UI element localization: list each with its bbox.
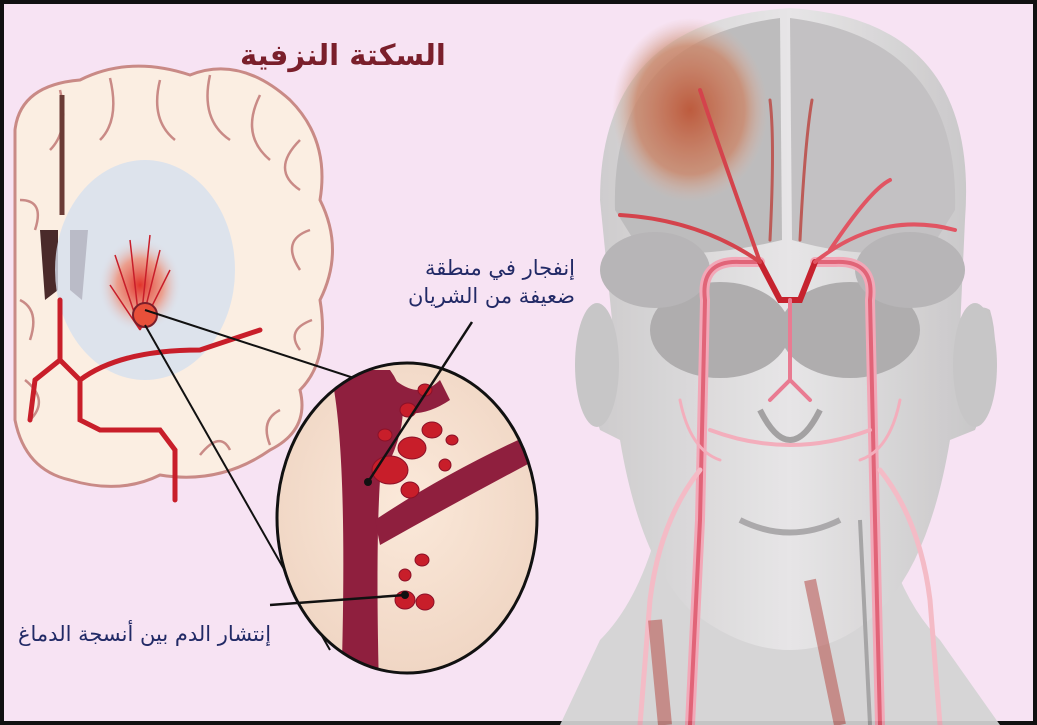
rupture-pointer-dot <box>364 478 372 486</box>
blood-spread-label: إنتشار الدم بين أنسجة الدماغ <box>18 622 271 646</box>
rupture-label-line-1: إنفجار في منطقة <box>350 254 575 282</box>
rupture-point <box>133 303 157 327</box>
left-ear <box>575 303 619 427</box>
rupture-label-line-2: ضعيفة من الشريان <box>350 282 575 310</box>
rupture-label: إنفجار في منطقة ضعيفة من الشريان <box>350 254 575 310</box>
brain-cross-section <box>15 66 333 500</box>
temporal-lobe-left <box>600 232 710 308</box>
right-ear <box>953 303 997 427</box>
head-hemorrhage-area <box>612 18 768 202</box>
spread-pointer-dot <box>401 591 409 599</box>
diagram-title: السكتة النزفية <box>240 38 446 72</box>
neck-artery-left <box>655 620 665 725</box>
